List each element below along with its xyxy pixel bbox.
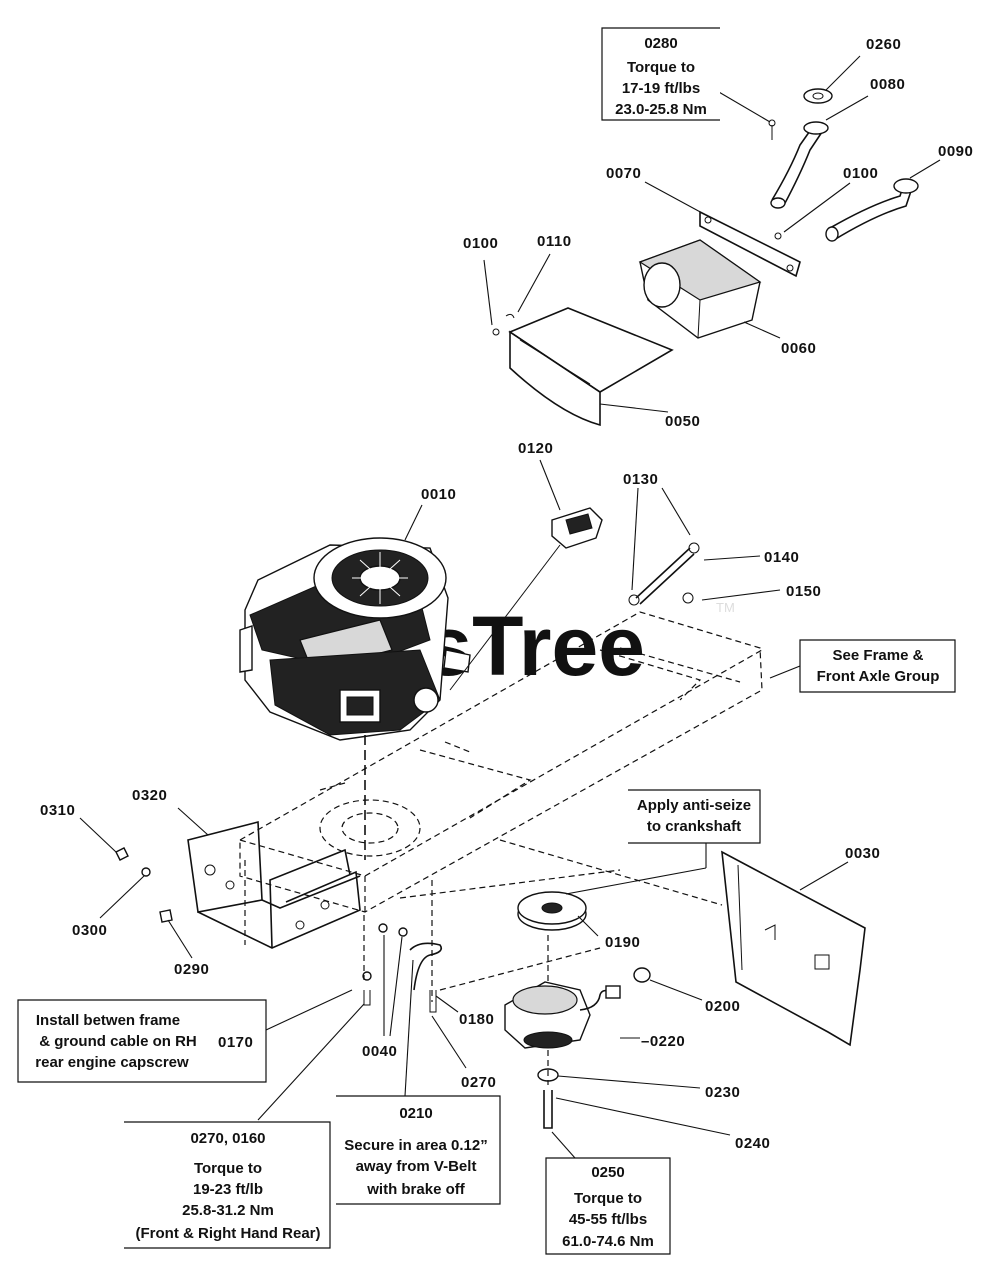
note-0270-0160-line-1: 0270, 0160 — [190, 1130, 265, 1147]
note-ground: Install betwen frame & ground cable on R… — [17, 999, 267, 1083]
callout-0270: 0270 — [461, 1074, 496, 1091]
callout-0180: 0180 — [459, 1011, 494, 1028]
callout-0300: 0300 — [72, 922, 107, 939]
callout-0240: 0240 — [735, 1135, 770, 1152]
muffler-bracket-0070 — [699, 210, 801, 278]
left-hardware — [115, 847, 443, 1013]
callout-0070: 0070 — [606, 165, 641, 182]
callout-0040: 0040 — [362, 1043, 397, 1060]
callout-0100-left: 0100 — [463, 235, 498, 252]
note-ground-line-2: & ground cable on RH — [39, 1033, 197, 1050]
callout-0320: 0320 — [132, 787, 167, 804]
callout-0010: 0010 — [421, 486, 456, 503]
rh-bracket-0320 — [187, 820, 361, 949]
callout-0090: 0090 — [938, 143, 973, 160]
callout-0200: 0200 — [705, 998, 740, 1015]
callout-0170: 0170 — [218, 1034, 253, 1051]
muffler-0060 — [638, 239, 762, 339]
callout-0110: 0110 — [537, 233, 572, 250]
callout-0130: 0130 — [623, 471, 658, 488]
callout-0260: 0260 — [866, 36, 901, 53]
note-antiseize: Apply anti-seize to crankshaft — [628, 789, 761, 844]
note-0280: 0280 Torque to 17-19 ft/lbs 23.0-25.8 Nm — [601, 27, 720, 121]
exhaust-pipe-0090 — [825, 178, 919, 242]
note-0270-0160-line-4: 25.8-31.2 Nm — [182, 1202, 274, 1219]
note-0210-line-1: 0210 — [399, 1105, 432, 1122]
callout-0120: 0120 — [518, 440, 553, 457]
bolt-0250 — [543, 1090, 553, 1129]
callout-0220: –0220 — [641, 1033, 685, 1050]
callout-0310: 0310 — [40, 802, 75, 819]
note-0250-line-1: 0250 — [591, 1164, 624, 1181]
pto-clutch-0220 — [504, 981, 621, 1049]
callout-0290: 0290 — [174, 961, 209, 978]
note-0250-line-3: 45-55 ft/lbs — [569, 1211, 647, 1228]
leader-lines — [79, 55, 941, 1159]
cover-0200 — [633, 967, 651, 983]
pulley-0190 — [517, 891, 587, 931]
note-ground-line-3: rear engine capscrew — [35, 1054, 189, 1071]
callout-0230: 0230 — [705, 1084, 740, 1101]
note-0280-line-1: 0280 — [644, 35, 677, 52]
watermark-tm: TM — [716, 600, 735, 615]
note-0270-0160-line-5: (Front & Right Hand Rear) — [136, 1225, 321, 1242]
note-0210-line-4: with brake off — [366, 1181, 466, 1198]
exhaust-pipe-0080 — [770, 121, 829, 209]
note-0250-line-4: 61.0-74.6 Nm — [562, 1233, 654, 1250]
note-0280-line-4: 23.0-25.8 Nm — [615, 101, 707, 118]
callout-0100-right: 0100 — [843, 165, 878, 182]
note-frame: See Frame & Front Axle Group — [769, 639, 956, 693]
alignment-lines — [363, 839, 723, 1085]
note-antiseize-line-1: Apply anti-seize — [637, 797, 751, 814]
callout-0080: 0080 — [870, 76, 905, 93]
small-hardware — [492, 119, 782, 336]
callout-0060: 0060 — [781, 340, 816, 357]
plate-0030 — [721, 850, 866, 1047]
note-0250: 0250 Torque to 45-55 ft/lbs 61.0-74.6 Nm — [545, 1157, 671, 1255]
callout-0050: 0050 — [665, 413, 700, 430]
callout-0140: 0140 — [764, 549, 799, 566]
callout-0030: 0030 — [845, 845, 880, 862]
rod-0140 — [628, 542, 700, 606]
callout-0190: 0190 — [605, 934, 640, 951]
note-0210: 0210 Secure in area 0.12” away from V-Be… — [336, 1095, 501, 1205]
engine-0010 — [239, 537, 471, 741]
throttle-control-0120 — [449, 507, 603, 691]
heat-shield-0050 — [508, 307, 674, 427]
note-frame-line-1: See Frame & — [833, 647, 924, 664]
note-0210-line-2: Secure in area 0.12” — [344, 1137, 487, 1154]
note-antiseize-line-2: to crankshaft — [647, 818, 741, 835]
note-ground-line-1: Install betwen frame — [36, 1012, 180, 1029]
callout-0150: 0150 — [786, 583, 821, 600]
note-0280-line-3: 17-19 ft/lbs — [622, 80, 700, 97]
gasket-0260 — [803, 88, 833, 104]
note-0280-line-2: Torque to — [627, 59, 695, 76]
note-0210-line-3: away from V-Belt — [356, 1158, 477, 1175]
note-0250-line-2: Torque to — [574, 1190, 642, 1207]
note-0270-0160-line-3: 19-23 ft/lb — [193, 1181, 263, 1198]
note-0270-0160-line-2: Torque to — [194, 1160, 262, 1177]
note-frame-line-2: Front Axle Group — [817, 668, 940, 685]
note-0270-0160: 0270, 0160 Torque to 19-23 ft/lb 25.8-31… — [124, 1121, 331, 1249]
